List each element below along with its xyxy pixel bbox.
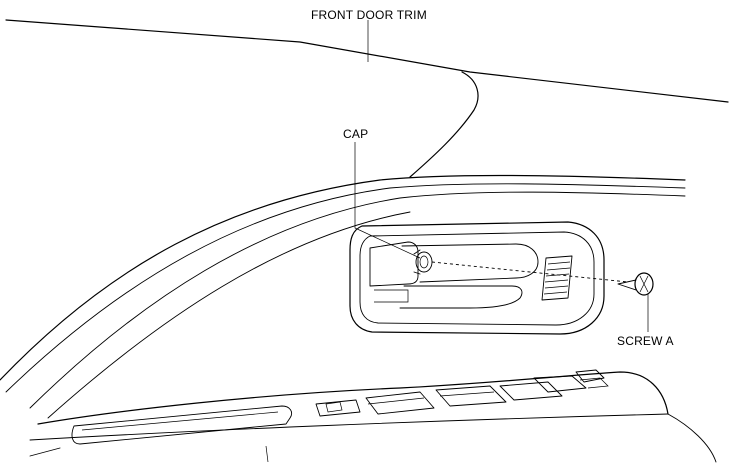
trim-top-edge — [5, 19, 729, 103]
screw-path-dashed — [431, 261, 629, 283]
switch-panel-outline — [37, 371, 669, 425]
lock-knob-slot — [541, 255, 573, 301]
door-pull-inner — [81, 411, 279, 431]
handle-lever — [369, 241, 419, 287]
window-switch-1 — [365, 391, 435, 415]
belt-line-inner-2 — [29, 191, 686, 409]
switch-panel-lower-edge — [29, 413, 669, 441]
belt-line-outer — [0, 174, 686, 381]
handle-pocket — [399, 243, 539, 309]
front-door-trim-label: FRONT DOOR TRIM — [311, 8, 427, 22]
door-pull-pocket — [71, 405, 293, 445]
handle-bezel-outer — [349, 221, 605, 335]
lock-knob-hatch — [543, 261, 571, 295]
cap-part — [413, 249, 433, 275]
screw-a-label: SCREW A — [617, 334, 674, 348]
belt-line-inner-3 — [47, 211, 411, 419]
panel-lower-edge — [29, 447, 61, 457]
leader-cap — [354, 142, 421, 259]
mirror-switch — [315, 399, 361, 417]
trim-corner-curve — [409, 71, 479, 178]
handle-bezel-inner — [359, 231, 595, 326]
panel-seam-left — [265, 445, 269, 463]
cap-label: CAP — [343, 127, 369, 141]
window-switch-3 — [499, 381, 563, 401]
belt-line-inner-1 — [5, 183, 686, 393]
armrest-lower-curve — [667, 413, 717, 463]
window-lock-switch — [533, 375, 587, 393]
handle-lever-shadow — [374, 289, 409, 303]
screw-a-part — [617, 272, 654, 296]
power-lock-switch — [575, 369, 605, 383]
window-switch-2 — [435, 385, 507, 407]
